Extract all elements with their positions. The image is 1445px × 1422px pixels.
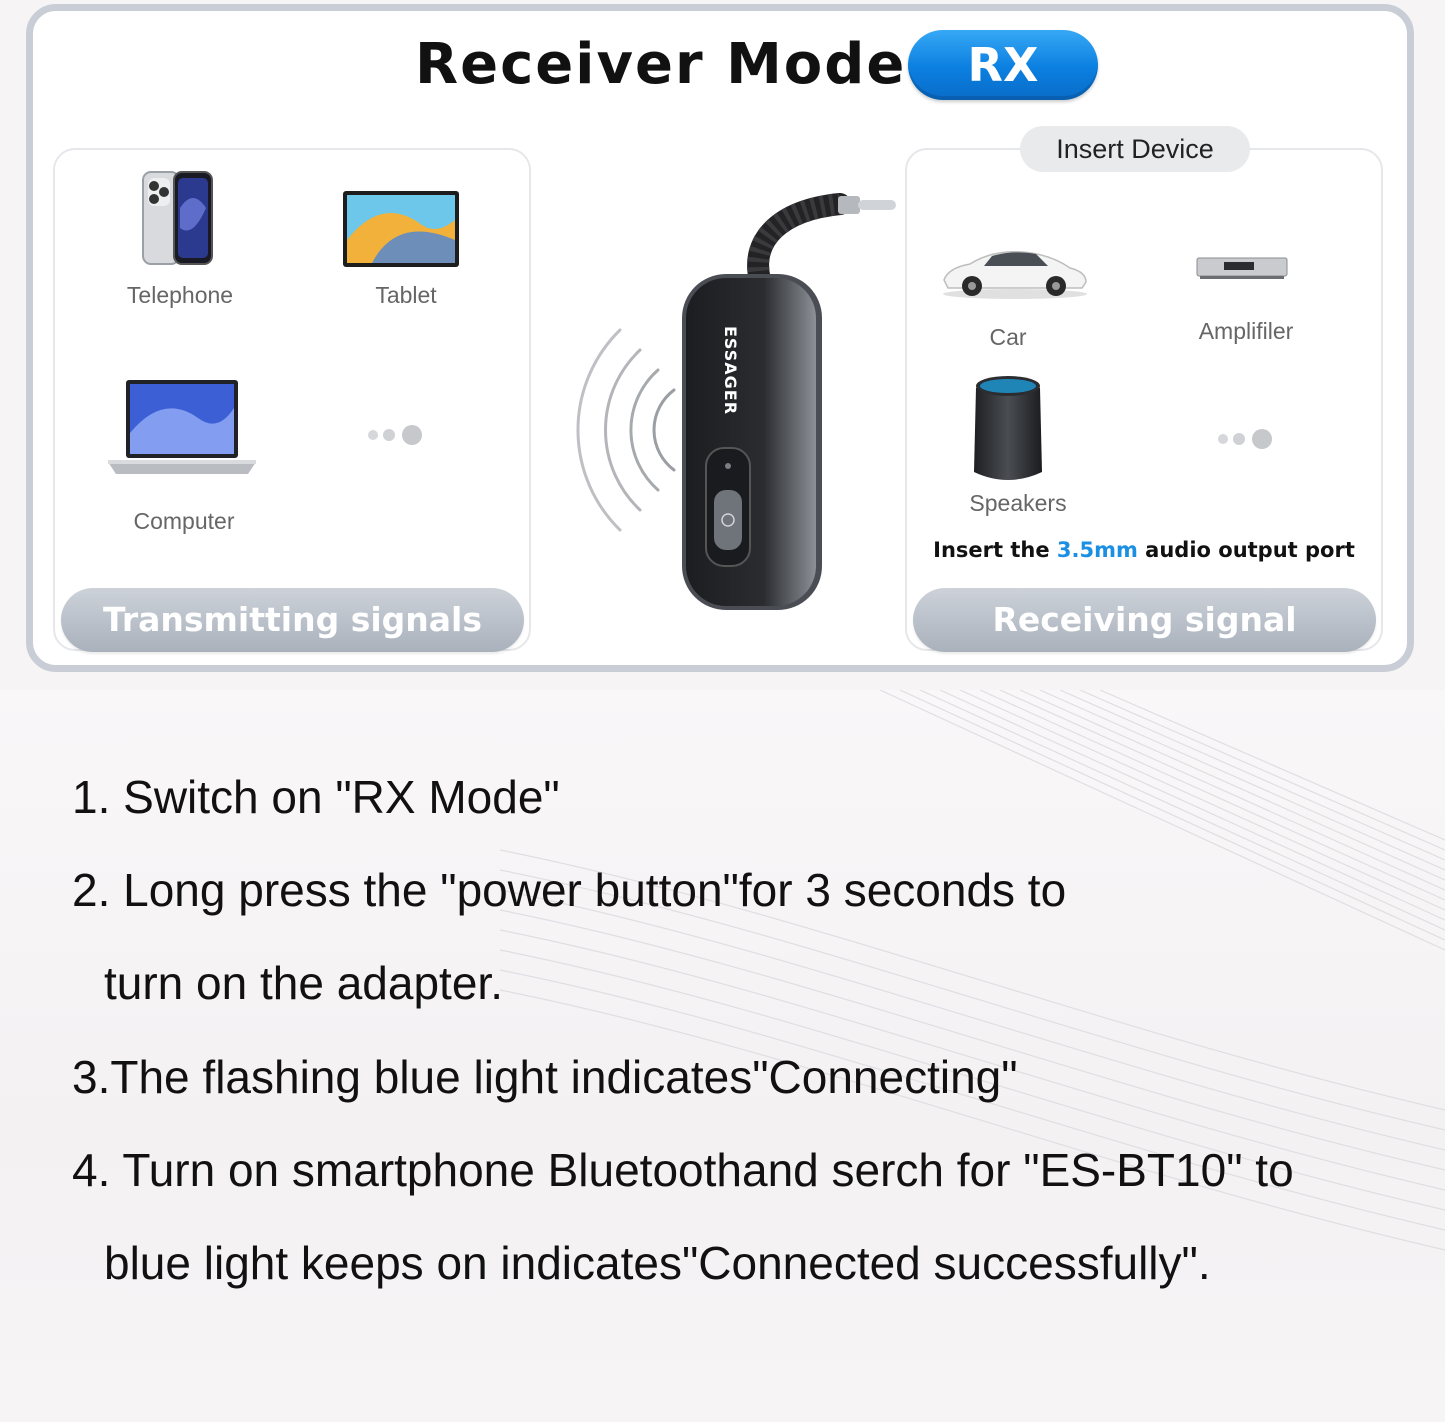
device-label-speakers: Speakers bbox=[969, 490, 1067, 516]
more-dots-icon bbox=[1218, 429, 1272, 449]
tablet-icon bbox=[343, 191, 459, 267]
car-icon bbox=[943, 251, 1087, 299]
page-title: Receiver Mode bbox=[415, 32, 907, 97]
smartphone-icon bbox=[142, 171, 213, 265]
more-dots-icon bbox=[368, 425, 422, 445]
device-label-tablet: Tablet bbox=[375, 282, 437, 308]
device-label-telephone: Telephone bbox=[126, 282, 234, 308]
rx-badge: RX bbox=[908, 30, 1098, 100]
device-label-computer: Computer bbox=[133, 508, 235, 534]
step-1: 1. Switch on "RX Mode" bbox=[72, 771, 560, 823]
insert-note: Insert the 3.5mm audio output port bbox=[905, 538, 1383, 562]
receiving-signal-bar: Receiving signal bbox=[913, 588, 1376, 652]
step-4: 4. Turn on smartphone Bluetoothand serch… bbox=[72, 1144, 1294, 1196]
insert-note-prefix: Insert the bbox=[933, 538, 1057, 562]
lower-background bbox=[0, 690, 1445, 1422]
insert-note-suffix: audio output port bbox=[1137, 538, 1355, 562]
laptop-icon bbox=[108, 380, 256, 474]
step-2: 2. Long press the "power button"for 3 se… bbox=[72, 864, 1067, 916]
diagonal-lines-pattern bbox=[499, 690, 1445, 1251]
title-row: Receiver Mode RX bbox=[0, 28, 1445, 108]
amplifier-icon bbox=[1196, 257, 1288, 279]
device-label-car: Car bbox=[989, 324, 1027, 350]
essager-adapter-illustration: ESSAGER bbox=[576, 193, 896, 610]
step-2-continued: turn on the adapter. bbox=[104, 957, 503, 1009]
insert-device-pill: Insert Device bbox=[1020, 126, 1250, 172]
step-3: 3.The flashing blue light indicates"Conn… bbox=[72, 1051, 1018, 1103]
insert-note-highlight: 3.5mm bbox=[1056, 538, 1138, 562]
device-label-amplifier: Amplifiler bbox=[1198, 318, 1294, 344]
brand-logo: ESSAGER bbox=[721, 326, 740, 415]
transmitting-signals-bar: Transmitting signals bbox=[61, 588, 524, 652]
speaker-icon bbox=[974, 376, 1042, 480]
step-4-continued: blue light keeps on indicates"Connected … bbox=[104, 1237, 1211, 1289]
